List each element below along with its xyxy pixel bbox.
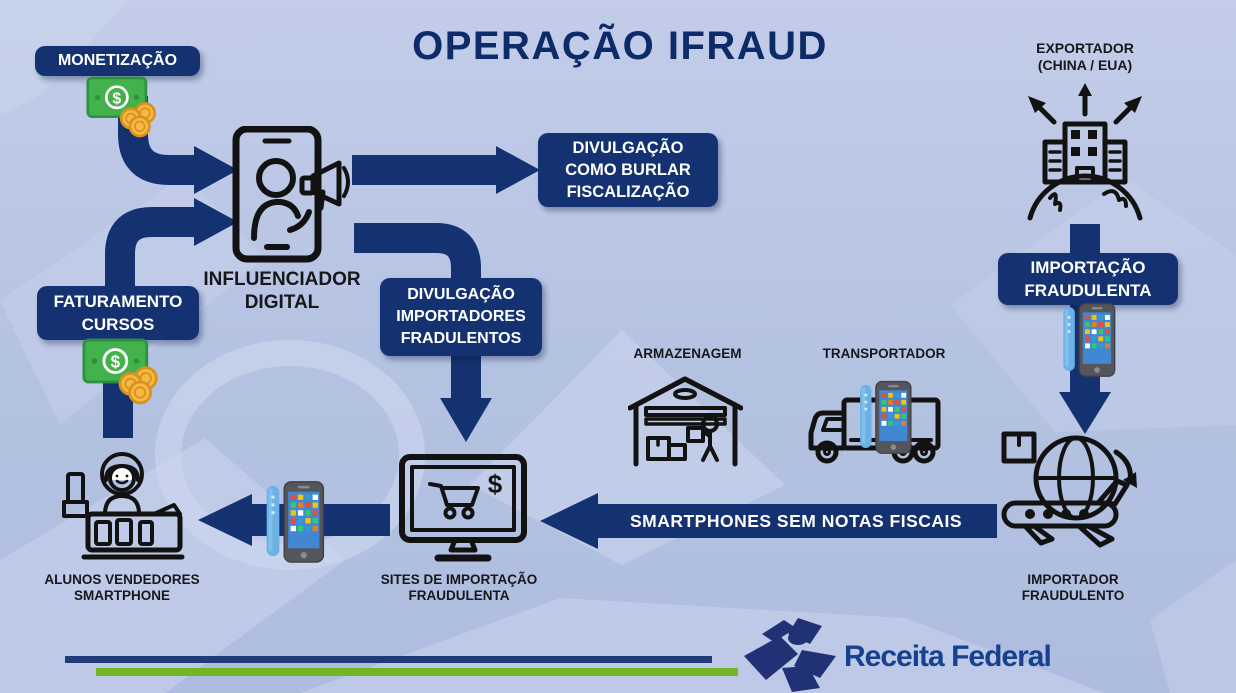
line: DIVULGAÇÃO [572,139,684,157]
line: COMO BURLAR [565,161,691,179]
arrowhead [540,493,598,549]
arrowhead [440,398,492,442]
page-title: OPERAÇÃO IFRAUD [412,24,828,68]
line: CURSOS [81,315,155,334]
label-influenciador: INFLUENCIADOR DIGITAL [192,268,372,314]
money-icon [82,338,162,405]
box-faturamento-cursos: FATURAMENTO CURSOS [37,286,199,340]
line: FRADULENTOS [400,330,522,347]
box-divulgacao-importadores: DIVULGAÇÃO IMPORTADORES FRADULENTOS [380,278,542,356]
exporter-building-icon [1027,83,1143,221]
arrow-monetizacao-to-influencer [118,96,196,185]
box-importacao-fraudulenta: IMPORTAÇÃO FRAUDULENTA [998,253,1178,305]
receita-federal-wordmark: Receita Federal [844,640,1051,673]
monitor-cart-icon: $ [399,454,527,562]
line: FRAUDULENTA [1024,281,1152,300]
label-importador-fraudulento: IMPORTADOR FRAUDULENTO [998,572,1148,605]
line: SMARTPHONE [73,588,170,604]
line: DIVULGAÇÃO [407,286,515,303]
box-divulgacao-burlar: DIVULGAÇÃO COMO BURLAR FISCALIZAÇÃO [538,133,718,207]
seller-counter-icon [62,452,185,560]
line: FATURAMENTO [53,292,183,311]
smartphone-icon [264,478,326,564]
arrowhead [194,146,238,194]
label-exportador: EXPORTADOR (CHINA / EUA) [1010,40,1160,74]
line: FRAUDULENTA [408,588,510,604]
label-transportador: TRANSPORTADOR [822,346,946,361]
line: IMPORTADOR [1027,572,1119,587]
box-monetizacao: MONETIZAÇÃO [35,46,200,76]
label-armazenagem: ARMAZENAGEM [633,346,742,361]
line: DIGITAL [244,292,320,314]
importer-plane-icon [1001,431,1137,548]
arrowhead [1059,392,1111,434]
box-monetizacao-label: MONETIZAÇÃO [57,52,178,69]
line: ALUNOS VENDEDORES [44,572,200,587]
bottom-navy-bar [65,656,712,663]
line: IMPORTAÇÃO [1030,258,1146,277]
arrowhead [496,146,540,194]
line: INFLUENCIADOR [203,269,361,290]
money-icon [86,76,160,138]
line: SITES DE IMPORTAÇÃO [380,572,538,587]
line: EXPORTADOR [1036,40,1134,56]
line: FISCALIZAÇÃO [566,183,690,201]
bottom-green-bar [96,668,738,676]
arrowhead [198,494,252,546]
line: FRAUDULENTO [1021,588,1125,604]
line: IMPORTADORES [396,308,526,325]
influencer-phone-icon [232,126,350,263]
arrow-influencer-to-sites [354,223,481,400]
arrowhead [194,198,238,246]
label-smartphones-sem-notas: SMARTPHONES SEM NOTAS FISCAIS [629,510,963,531]
smartphone-icon [1061,300,1117,378]
arrow-faturamento-to-influencer [105,207,196,296]
smartphone-icon [858,378,913,455]
line: (CHINA / EUA) [1037,57,1133,74]
receita-federal-logo: Receita Federal [744,618,1052,692]
receita-bird-icon [744,618,836,692]
warehouse-icon [628,376,743,467]
label-sites-importacao: SITES DE IMPORTAÇÃO FRAUDULENTA [374,572,544,605]
svg-text:$: $ [488,469,503,499]
label-alunos-vendedores: ALUNOS VENDEDORES SMARTPHONE [40,572,204,605]
